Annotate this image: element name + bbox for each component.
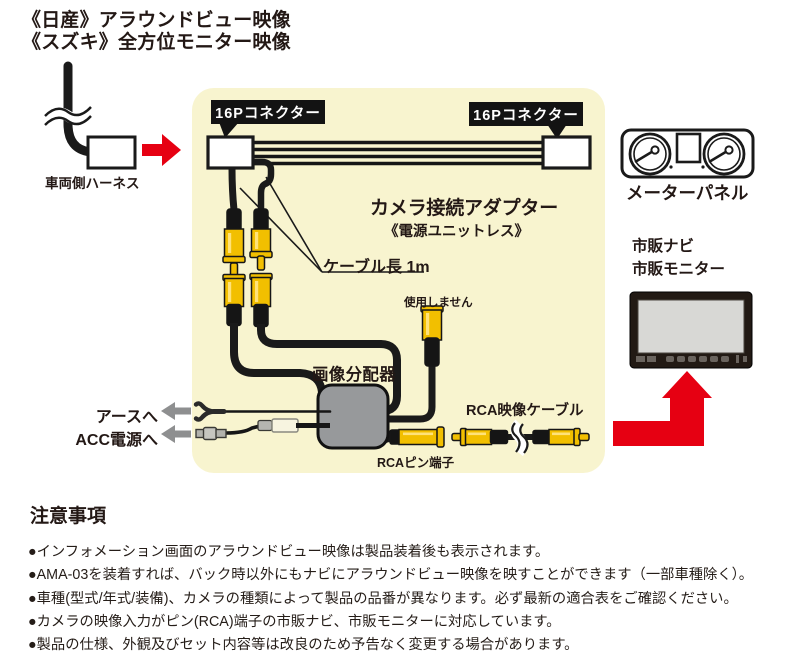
connector-right-tag: 16Pコネクター	[469, 102, 583, 126]
sixteen-pin-connector-right	[541, 135, 592, 170]
vehicle-harness-label: 車両側ハーネス	[45, 176, 140, 191]
earth-label: アースへ	[95, 409, 158, 426]
cable-length-leader-lines	[239, 176, 424, 273]
adapter-cables-upper	[228, 158, 275, 211]
note-item: ●車種(型式/年式/装備)、カメラの種類によって製品の品番が異なります。必ず最新…	[28, 590, 738, 607]
not-used-label: 使用しません	[404, 297, 473, 309]
cable-length-label: ケーブル長 1m	[323, 259, 430, 276]
red-arrow-into-adapter	[142, 134, 181, 166]
notes-list: ●インフォメーション画面のアラウンドビュー映像は製品装着後も表示されます。 ●A…	[28, 541, 753, 657]
connector-left-tag: 16Pコネクター	[211, 100, 325, 124]
note-item: ●製品の仕様、外観及びセット内容等は改良のため予告なく変更する場合があります。	[28, 637, 579, 654]
adapter-subtitle: 《電源ユニットレス》	[384, 224, 529, 240]
page-title-line2: 《スズキ》全方位モニター映像	[22, 32, 291, 53]
monitor-drawing	[629, 291, 753, 369]
page-title-line1: 《日産》アラウンドビュー映像	[22, 10, 291, 31]
note-item: ●インフォメーション画面のアラウンドビュー映像は製品装着後も表示されます。	[28, 544, 550, 560]
earth-arrow	[161, 402, 191, 420]
rca-pin-label: RCAピン端子	[377, 456, 455, 470]
meter-panel-label: メーターパネル	[626, 183, 749, 203]
acc-power-wire	[195, 418, 330, 441]
rca-connector-pairs	[222, 208, 273, 328]
vehicle-harness-drawing	[40, 61, 137, 170]
rca-video-cable	[451, 419, 590, 457]
image-splitter-box	[316, 383, 390, 450]
sixteen-pin-connector-left	[206, 135, 255, 170]
rca-cable-label: RCA映像ケーブル	[466, 403, 584, 419]
meter-panel-drawing	[620, 128, 755, 179]
connector-right-tag-pointer	[547, 124, 567, 139]
unused-rca-connector	[420, 305, 444, 367]
navi-label-line2: 市販モニター	[632, 261, 726, 278]
note-item: ●AMA-03を装着すれば、バック時以外にもナビにアラウンドビュー映像を映すこと…	[28, 567, 754, 584]
splitter-label: 画像分配器	[312, 366, 396, 384]
adapter-title: カメラ接続アダプター	[370, 198, 559, 219]
navi-label-line1: 市販ナビ	[632, 238, 695, 255]
rca-pin-jack	[389, 426, 445, 448]
connector-left-tag-pointer	[219, 122, 239, 138]
sixteen-pin-ribbon	[253, 140, 543, 166]
note-item: ●カメラの映像入力がピン(RCA)端子の市販ナビ、市販モニターに対応しています。	[28, 613, 561, 630]
red-arrow-to-monitor	[613, 371, 712, 446]
notes-title: 注意事項	[30, 506, 107, 527]
acc-label: ACC電源へ	[75, 432, 158, 449]
acc-arrow	[161, 425, 191, 443]
ground-terminal	[193, 401, 332, 422]
